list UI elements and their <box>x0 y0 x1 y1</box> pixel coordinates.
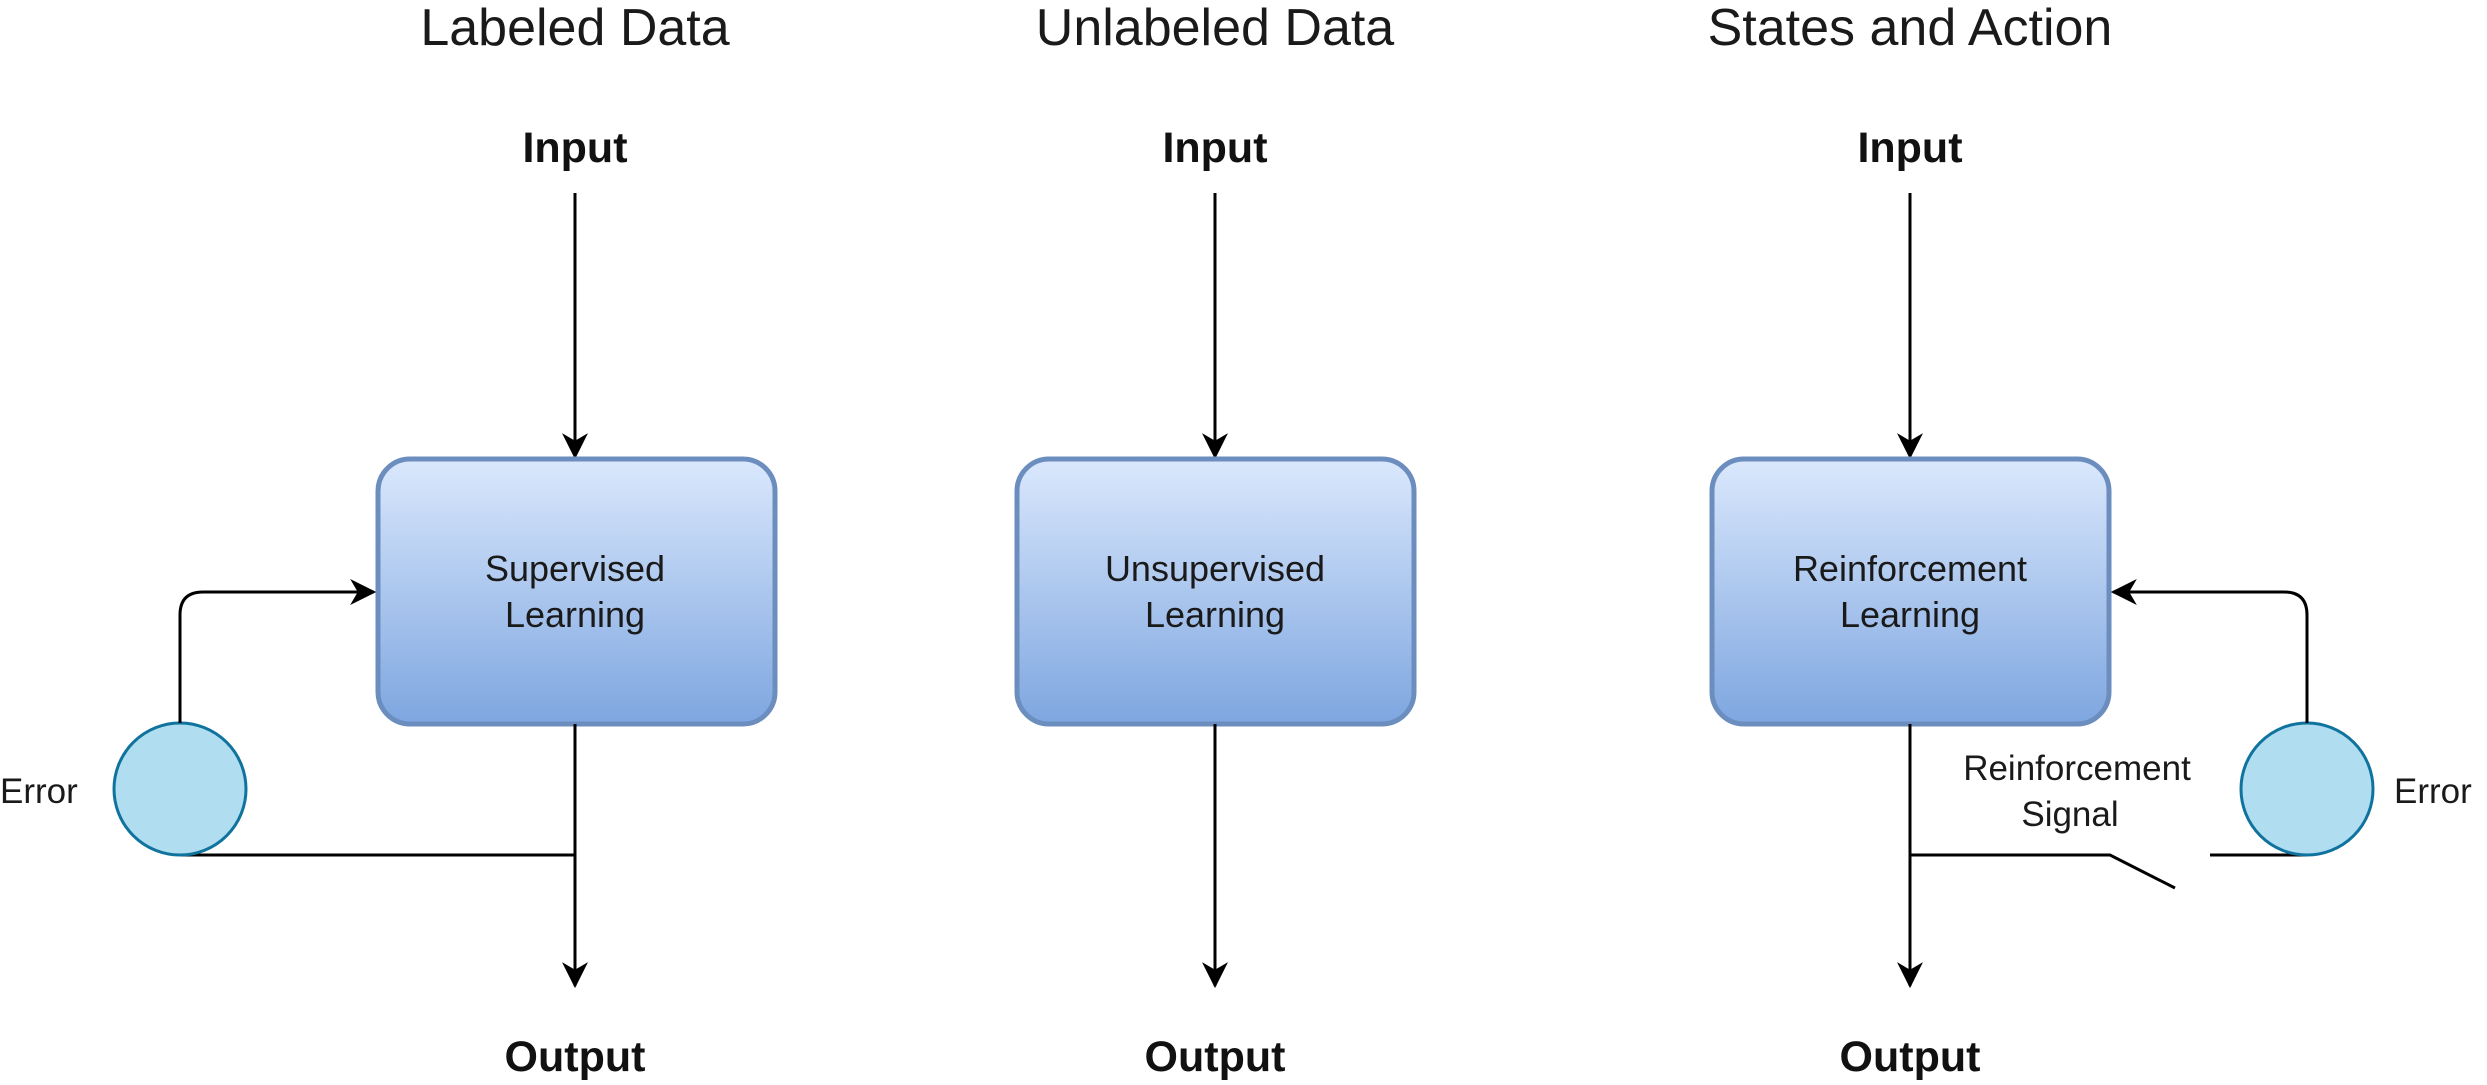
reinforcement-signal-label-line1: Reinforcement <box>1963 749 2191 788</box>
reinforcement-box-line1: Reinforcement <box>1793 548 2027 589</box>
supervised-error-label: Error <box>0 772 78 811</box>
unsupervised-input-label: Input <box>1162 124 1267 172</box>
states-and-action-heading: States and Action <box>1708 0 2113 57</box>
supervised-error-to-box-arrow <box>178 579 377 723</box>
supervised-learning-box <box>375 456 778 727</box>
reinforcement-error-to-box-arrow <box>2110 579 2309 723</box>
unsupervised-output-label: Output <box>1145 1033 1286 1081</box>
supervised-box-line1: Supervised <box>485 548 665 589</box>
unsupervised-box-line2: Learning <box>1145 594 1285 635</box>
unsupervised-box-line1: Unsupervised <box>1105 548 1325 589</box>
labeled-data-heading: Labeled Data <box>420 0 729 57</box>
reinforcement-signal-label-line2: Signal <box>2021 795 2118 834</box>
reinforcement-signal-line-left <box>1910 853 2176 890</box>
supervised-error-node <box>112 721 248 857</box>
reinforcement-output-label: Output <box>1840 1033 1981 1081</box>
reinforcement-error-label: Error <box>2394 772 2472 811</box>
reinforcement-learning-box <box>1709 456 2112 727</box>
unsupervised-learning-box <box>1014 456 1417 727</box>
reinforcement-error-node <box>2239 721 2375 857</box>
supervised-column: Labeled Data Input Supervised Learning O… <box>0 0 778 1081</box>
supervised-input-label: Input <box>522 124 627 172</box>
supervised-output-label: Output <box>505 1033 646 1081</box>
reinforcement-column: States and Action Input Reinforcement Le… <box>1708 0 2472 1081</box>
reinforcement-input-label: Input <box>1857 124 1962 172</box>
unsupervised-column: Unlabeled Data Input Unsupervised Learni… <box>1014 0 1417 1081</box>
reinforcement-box-line2: Learning <box>1840 594 1980 635</box>
unlabeled-data-heading: Unlabeled Data <box>1036 0 1395 57</box>
supervised-box-line2: Learning <box>505 594 645 635</box>
